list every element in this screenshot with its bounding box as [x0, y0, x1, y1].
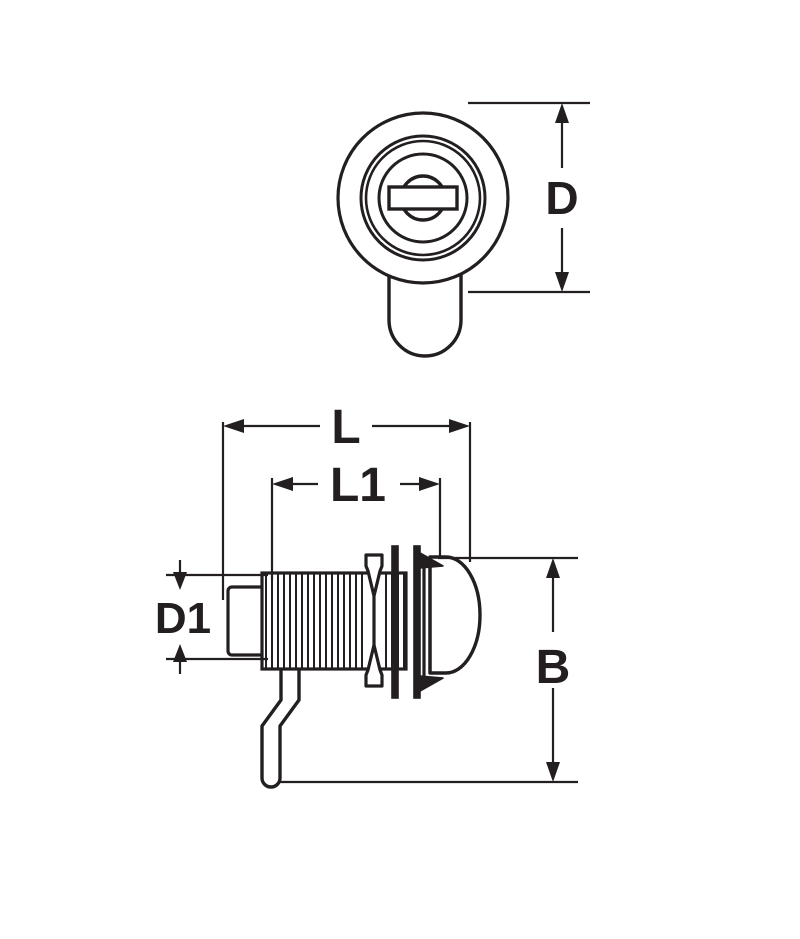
l-arrow-left: [223, 419, 244, 433]
l1-arrow-left: [272, 477, 293, 491]
dimension-l: L: [221, 401, 472, 600]
b-arrow-up: [546, 558, 560, 578]
dimension-l1: L1: [270, 459, 442, 580]
dimension-d1-label: D1: [155, 594, 211, 643]
cam-arm: [260, 658, 301, 789]
l-arrow-right: [449, 419, 470, 433]
cylinder-ring-outer: [364, 139, 482, 257]
dimension-d: D: [468, 101, 590, 294]
washer-1: [391, 545, 399, 699]
washer-2: [413, 545, 444, 699]
dimension-b: B: [278, 556, 578, 784]
dimension-d1: D1: [155, 560, 268, 674]
d1-arrow-up: [173, 644, 187, 662]
d1-arrow-down: [173, 572, 187, 590]
bezel-head: [428, 555, 482, 675]
dimension-d-label: D: [545, 172, 578, 224]
hex-nut: [364, 553, 384, 688]
d-arrow-down: [555, 272, 569, 292]
b-arrow-down: [546, 762, 560, 782]
dimension-l1-label: L1: [330, 459, 386, 512]
inner-bezel-ring: [359, 134, 487, 262]
threaded-barrel: [260, 571, 408, 671]
keyway-slot: [387, 185, 459, 211]
l1-arrow-right: [419, 477, 440, 491]
d-arrow-up: [555, 103, 569, 123]
front-view: D: [336, 101, 590, 358]
dimension-l-label: L: [331, 401, 360, 454]
cylinder-ring-inner: [377, 152, 469, 244]
bottom-lug: [387, 260, 463, 358]
side-view: L L1 D1: [155, 401, 578, 789]
dimension-b-label: B: [536, 641, 571, 694]
